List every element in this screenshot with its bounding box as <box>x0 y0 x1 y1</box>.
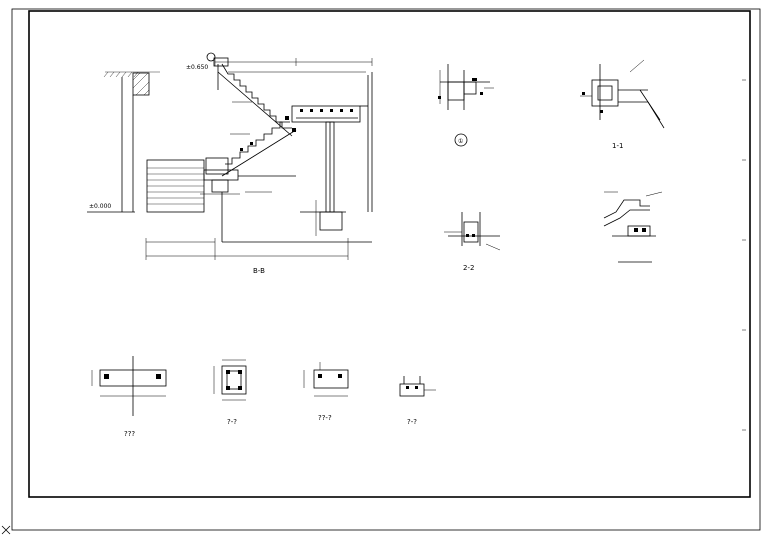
inner-frame <box>28 10 751 498</box>
caption-1-1: 1-1 <box>612 142 623 150</box>
caption-section-c: ??-? <box>318 414 332 422</box>
detail-1: ① <box>438 64 494 147</box>
ground-hatch-top <box>103 71 160 78</box>
stair-base-beam <box>205 157 229 175</box>
upper-stair-flight <box>221 63 292 129</box>
caption-2-2: 2-2 <box>463 264 474 272</box>
caption-detail-1: ① <box>458 138 463 145</box>
corner-mark <box>1 525 11 535</box>
section-c: ??-? <box>303 362 349 422</box>
section-b: ?-? <box>213 359 247 426</box>
outer-frame <box>11 8 761 531</box>
left-wall-block <box>132 72 150 96</box>
edge-ticks <box>742 79 746 431</box>
caption-b-b: B-B <box>253 267 265 275</box>
landing-slab <box>291 105 361 123</box>
elevation-ground: ±0.000 <box>89 203 111 210</box>
nosing-detail <box>603 191 663 263</box>
section-d: ?-? <box>399 376 436 426</box>
elevation-top: ±0.650 <box>186 64 208 71</box>
section-1-1: 1-1 <box>580 59 665 150</box>
detail-1-bubble <box>454 133 468 147</box>
caption-section-b: ?-? <box>227 418 237 426</box>
caption-section-a: ??? <box>124 430 135 438</box>
section-a: ??? <box>91 356 167 438</box>
section-b-b: ±0.650 ±0.000 <box>87 52 373 275</box>
lower-stair-flight <box>225 121 290 165</box>
caption-section-d: ?-? <box>407 418 417 426</box>
section-2-2: 2-2 <box>444 212 501 272</box>
axis-bubble <box>206 52 216 62</box>
